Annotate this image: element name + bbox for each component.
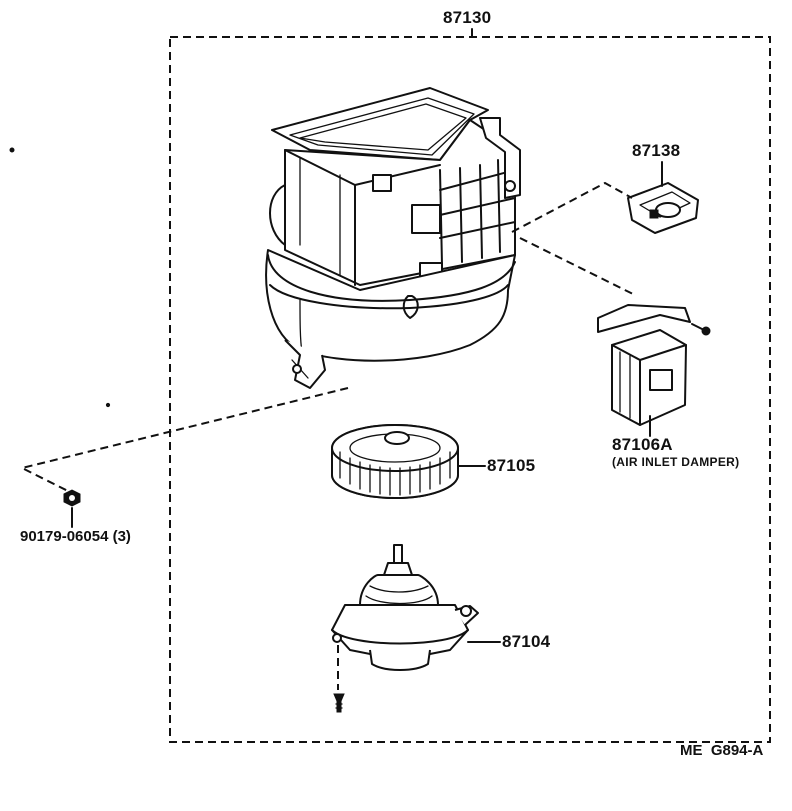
nut-part-number: 90179-06054 (3) [20, 528, 131, 545]
resistor-part [627, 182, 699, 234]
fan-part-number: 87105 [487, 456, 536, 475]
blower-housing [265, 87, 521, 389]
damper-servo-part-number: 87106A [612, 435, 673, 454]
motor-part-number: 87104 [502, 632, 551, 651]
damper-servo-note: (AIR INLET DAMPER) [612, 455, 740, 469]
motor-part [331, 544, 479, 671]
assembly-part-number: 87130 [443, 8, 492, 27]
assembly-boundary [169, 36, 771, 743]
resistor-part-number: 87138 [632, 141, 681, 160]
fan-part [331, 424, 459, 499]
figure-code: ME G894-A [680, 742, 764, 759]
screw-part [333, 693, 345, 713]
damper-servo-part [597, 304, 711, 426]
nut-part [63, 489, 81, 507]
